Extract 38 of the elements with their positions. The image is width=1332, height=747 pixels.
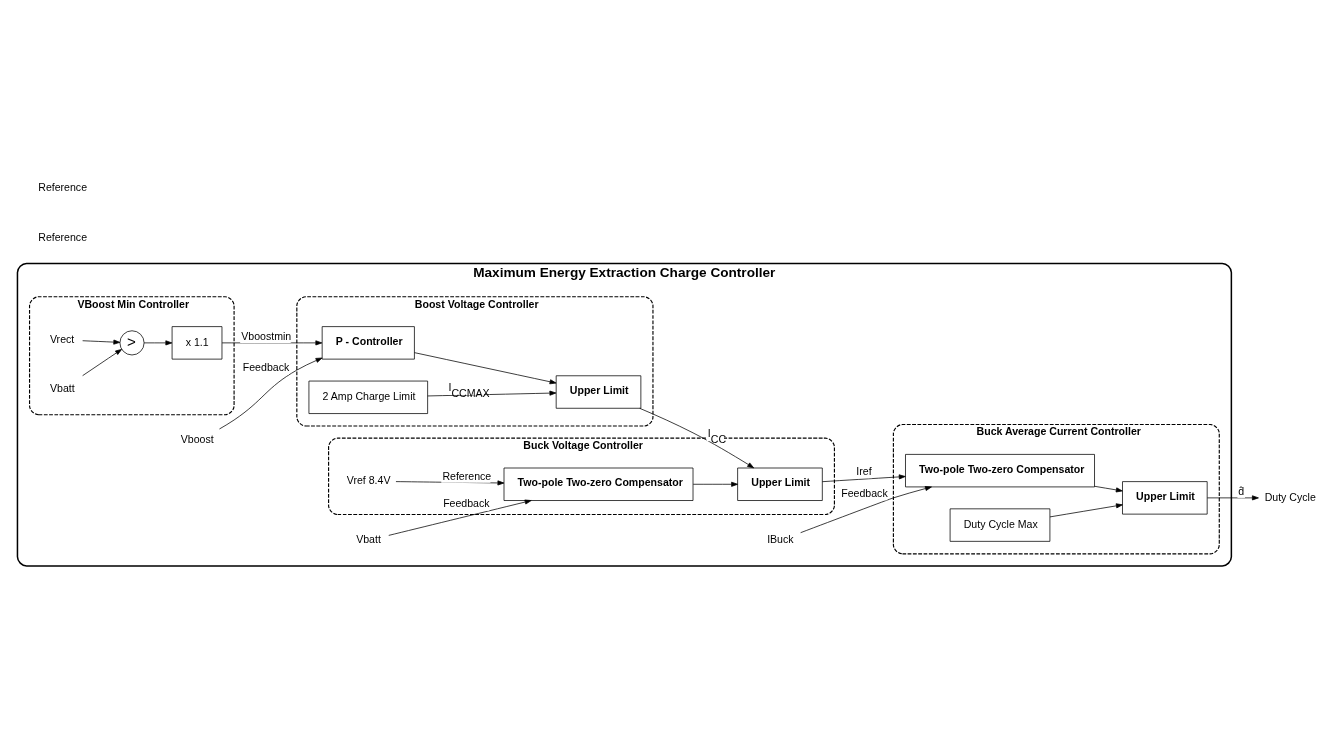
- label: Reference: [38, 230, 88, 243]
- node-box: Upper Limit: [555, 375, 642, 409]
- node-text: Duty Cycle: [1264, 490, 1316, 503]
- arrow: [82, 339, 121, 345]
- node-circle: >: [119, 330, 145, 356]
- node-box: Upper Limit: [1122, 481, 1208, 515]
- arrow: [821, 474, 906, 483]
- node-box: Two-pole Two-zero Compensator: [503, 467, 694, 501]
- arrow: [1206, 495, 1259, 501]
- node-text: Vboost: [180, 433, 214, 446]
- edge-label: Feedback: [242, 361, 290, 374]
- node-text: Vbatt: [49, 381, 75, 394]
- arrow: [143, 340, 173, 346]
- node-box: P - Controller: [321, 326, 415, 360]
- edge-label: Iref: [856, 464, 872, 477]
- label: Reference: [38, 181, 88, 194]
- arrow: [221, 340, 323, 346]
- node-box: x 1.1: [171, 326, 223, 360]
- arrow: [1049, 503, 1123, 518]
- edge-label: Feedback: [443, 497, 490, 510]
- arrow: [414, 352, 557, 385]
- node-box: Two-pole Two-zero Compensator: [905, 454, 1095, 488]
- arrow: [82, 349, 122, 377]
- edge-label: d̂: [1238, 484, 1245, 497]
- arrow: [639, 407, 755, 469]
- edge-label: Reference: [442, 469, 492, 482]
- node-box: 2 Amp Charge Limit: [308, 380, 428, 414]
- arrow: [692, 481, 738, 487]
- edge-label: Feedback: [841, 486, 888, 499]
- node-box: Upper Limit: [737, 467, 823, 501]
- arrow: [219, 357, 323, 430]
- node-text: Vrect: [49, 332, 75, 345]
- node-box: Duty Cycle Max: [949, 508, 1051, 542]
- edge-label: Vboostmin: [241, 329, 292, 342]
- node-text: Vref 8.4V: [346, 474, 391, 487]
- node-text: IBuck: [767, 533, 794, 546]
- node-text: Vbatt: [356, 533, 381, 546]
- arrow: [1094, 485, 1123, 493]
